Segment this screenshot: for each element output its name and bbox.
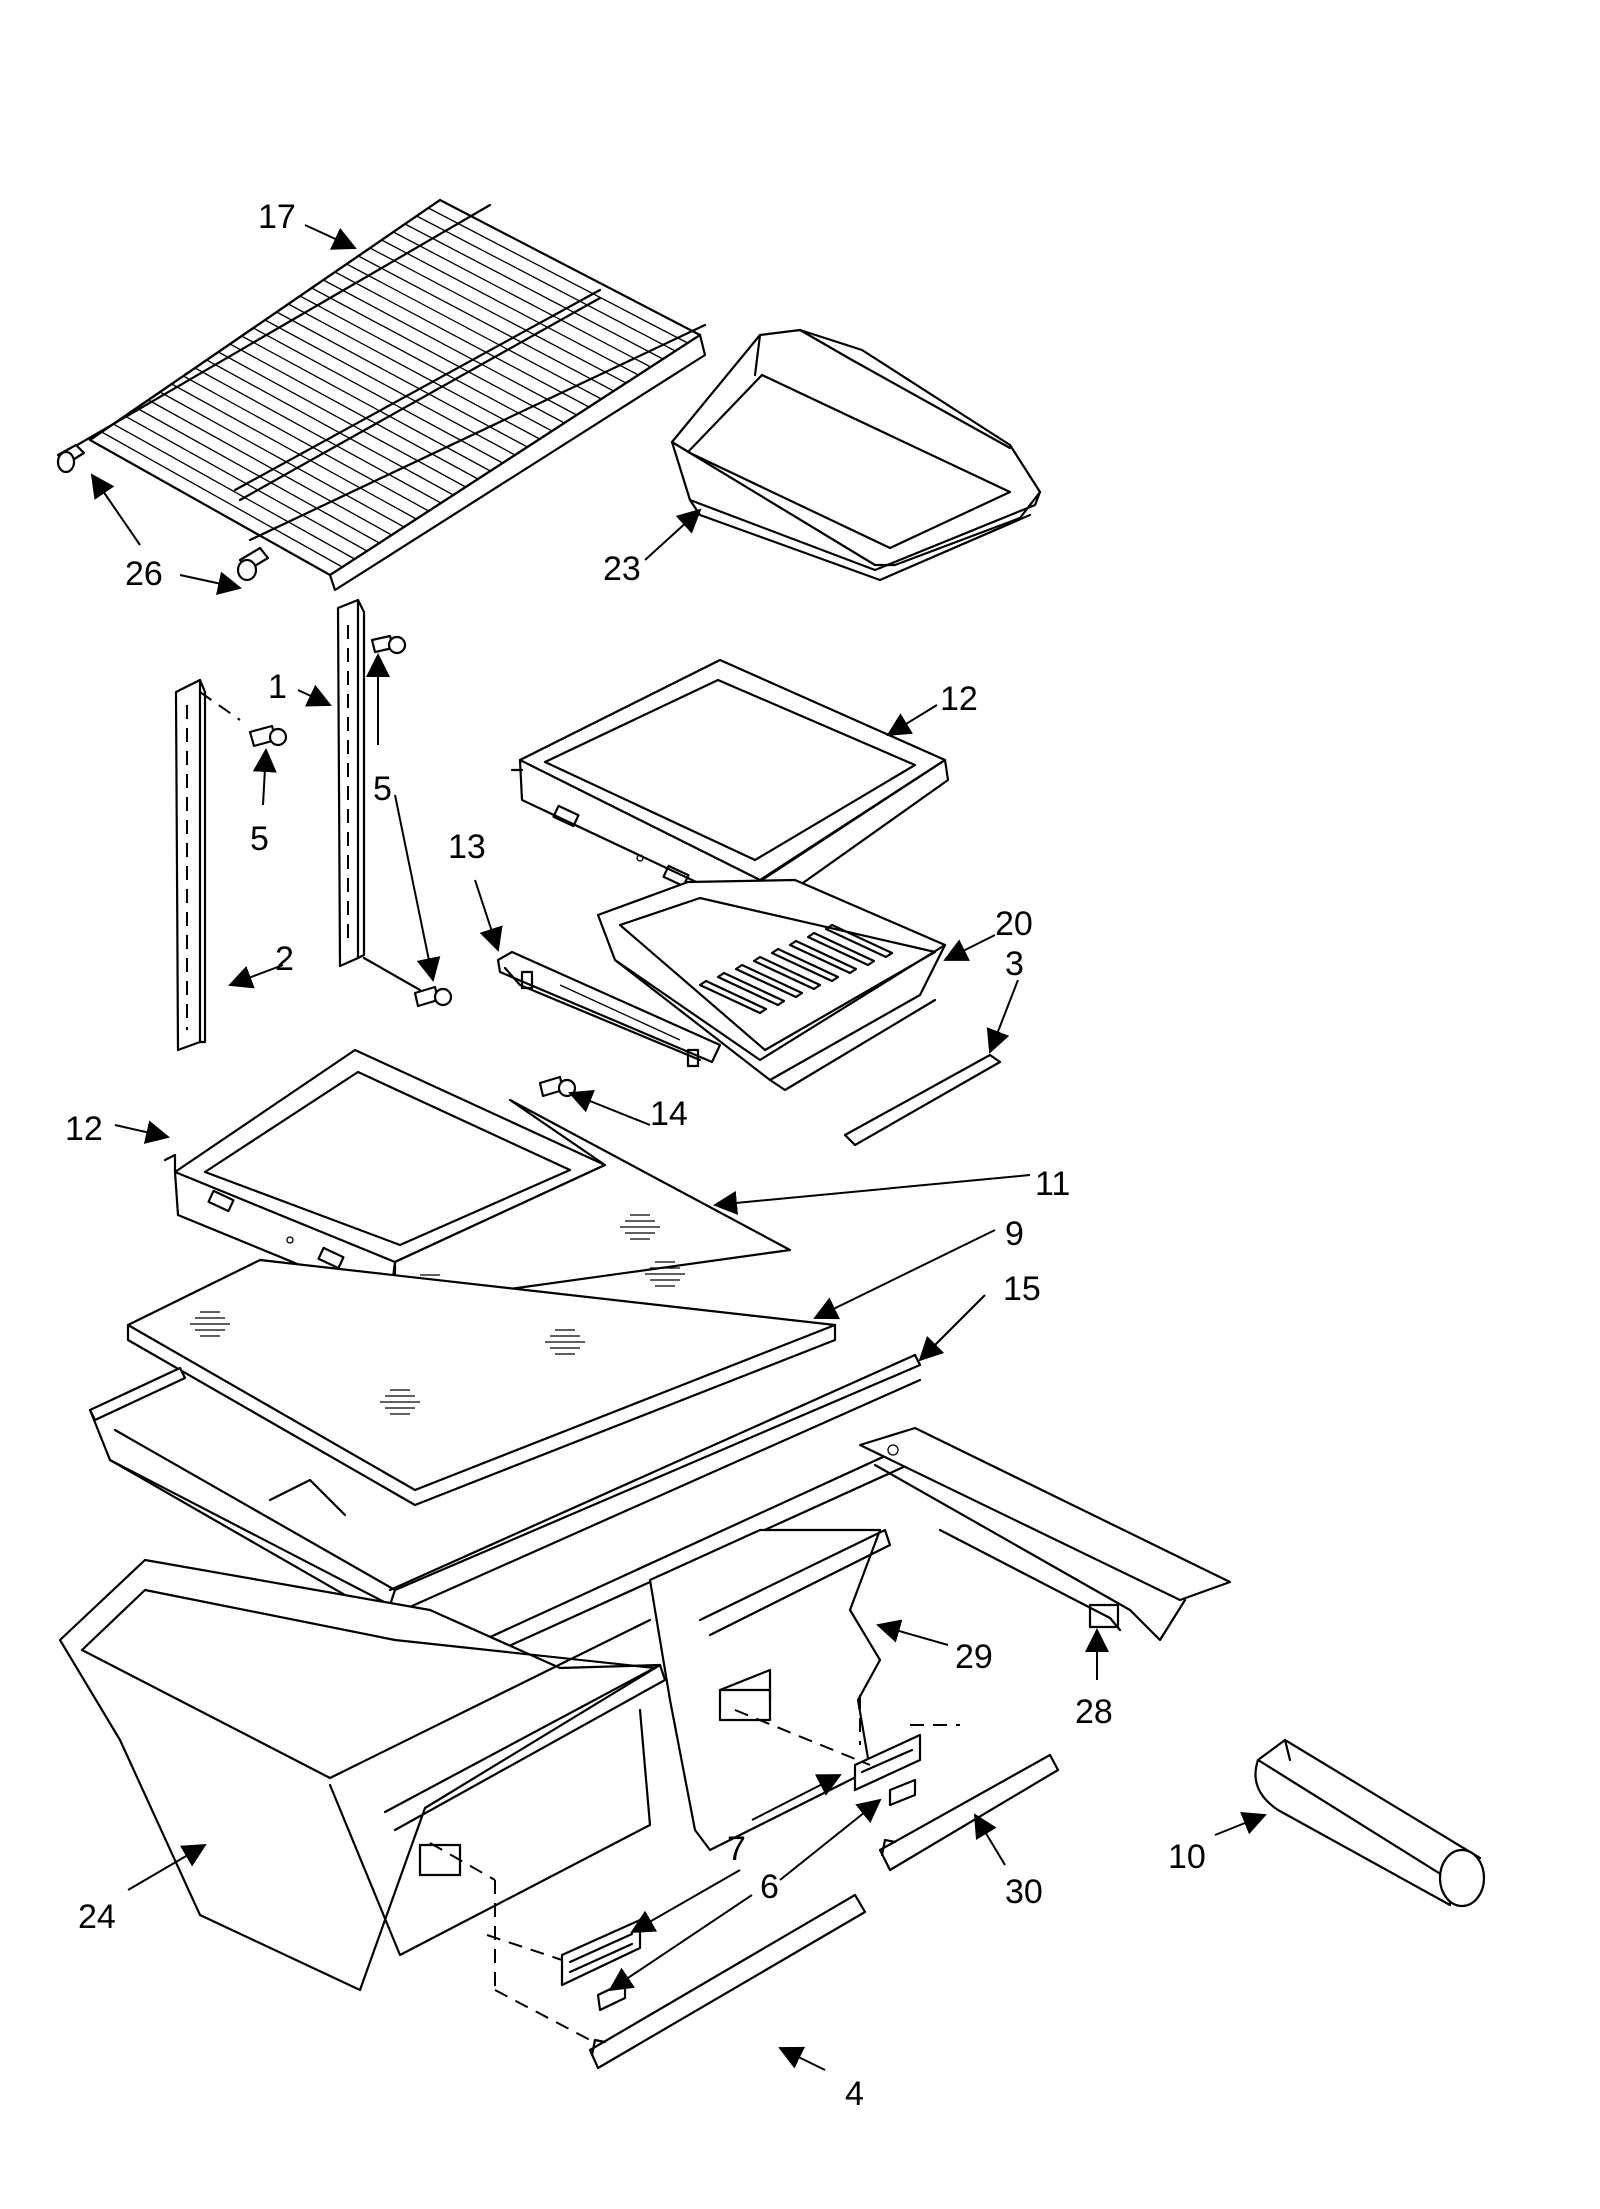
crisper-drawer-left (58, 1558, 667, 1992)
callout-28: 28 (1075, 1693, 1113, 1731)
callout-11: 11 (1035, 1165, 1070, 1203)
storage-bin (670, 328, 1042, 582)
callout-4: 4 (845, 2075, 864, 2113)
wire-shelf (58, 198, 707, 592)
callout-29: 29 (955, 1638, 993, 1676)
callout-12-lower: 12 (65, 1110, 103, 1148)
drawer-slide-bracket (496, 950, 722, 1068)
callout-30: 30 (1005, 1873, 1043, 1911)
callout-26-upper: 26 (125, 555, 163, 593)
callout-13: 13 (448, 828, 486, 866)
alignment-lines (199, 691, 960, 2041)
leader-lines (90, 224, 1267, 2071)
callout-12-upper: 12 (940, 680, 978, 718)
callout-5-right: 5 (373, 770, 392, 808)
callout-17: 17 (258, 198, 296, 236)
door-handle-trim (1254, 1738, 1486, 1908)
drawer-trim-strip (843, 1053, 1002, 1147)
callout-3: 3 (1005, 945, 1024, 983)
shelf-support-knob (56, 443, 270, 582)
callout-1: 1 (268, 668, 287, 706)
shelf-ladder-right (336, 598, 422, 992)
callout-23: 23 (603, 550, 641, 588)
callout-5-left: 5 (250, 820, 269, 858)
callout-labels: 17 26 23 1 5 5 2 12 13 20 3 14 12 11 9 1… (65, 198, 1206, 2113)
callout-9: 9 (1005, 1215, 1024, 1253)
shelf-screw (248, 634, 577, 1098)
humidity-control-slide (560, 1733, 922, 1987)
callout-6: 6 (760, 1868, 779, 1906)
crisper-cover-frame (126, 1258, 837, 1507)
crisper-drawer-upper (596, 878, 947, 1092)
crisper-drawer-right (648, 1528, 892, 1852)
callout-14: 14 (650, 1095, 688, 1133)
callout-20: 20 (995, 905, 1033, 943)
shelf-ladder-left (174, 678, 207, 1052)
callout-15: 15 (1003, 1270, 1041, 1308)
callout-2: 2 (275, 940, 294, 978)
drawer-handle-left (588, 1893, 867, 2070)
drawer-slide-rail (858, 1426, 1232, 1642)
callout-10: 10 (1168, 1838, 1206, 1876)
callout-7: 7 (727, 1830, 746, 1868)
callout-24: 24 (78, 1898, 116, 1936)
glass-shelf-upper (510, 658, 950, 914)
drawer-handle-right (878, 1753, 1060, 1872)
